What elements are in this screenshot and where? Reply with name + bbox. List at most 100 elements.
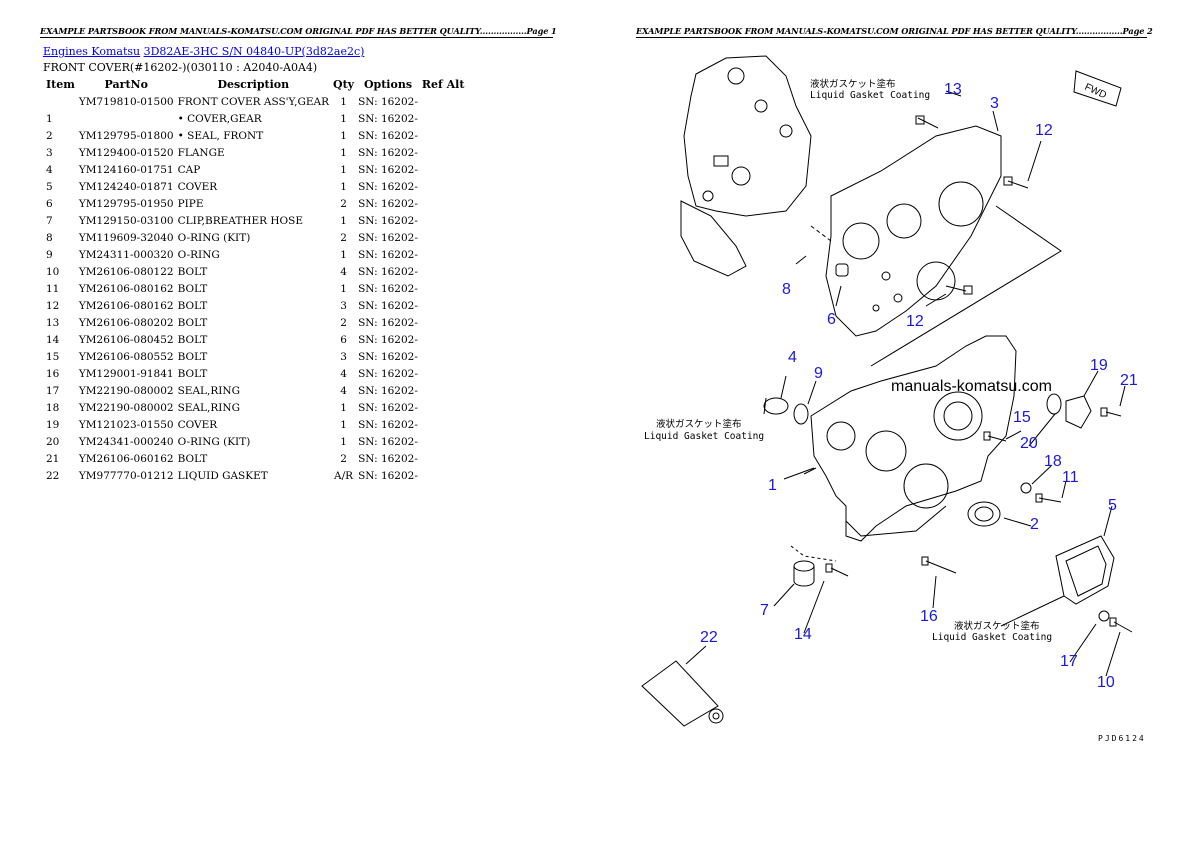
cell-partno: YM121023-01550: [78, 418, 174, 431]
cell-partno: YM26106-060162: [78, 452, 174, 465]
cell-partno: YM26106-080202: [78, 316, 174, 329]
page-subtitle: FRONT COVER(#16202-)(030110 : A2040-A0A4…: [43, 61, 318, 74]
cell-ref-alt: [420, 314, 467, 331]
cell-qty: 4: [340, 265, 347, 278]
cell-description: O-RING: [177, 248, 220, 261]
column-header-item: Item: [46, 78, 75, 91]
column-header-options: Options: [363, 78, 413, 91]
cell-item: 2: [46, 129, 53, 142]
callout-12-bottom: 12: [906, 313, 924, 330]
cell-description: FRONT COVER ASS'Y,GEAR: [177, 95, 329, 108]
callout-17: 17: [1060, 653, 1078, 670]
callout-10: 10: [1097, 674, 1115, 691]
callout-1: 1: [768, 477, 777, 494]
gasket-note-top-en: Liquid Gasket Coating: [810, 90, 931, 101]
gasket-note-top-jp: 液状ガスケット塗布: [810, 79, 896, 90]
cell-item: 9: [46, 248, 53, 261]
cell-partno: YM26106-080162: [78, 282, 174, 295]
breadcrumb-link-engines[interactable]: Engines Komatsu: [43, 45, 141, 58]
cell-description: BOLT: [177, 316, 208, 329]
cell-options: SN: 16202-: [358, 163, 418, 176]
column-header-description: Description: [217, 78, 290, 91]
callout-20: 20: [1020, 435, 1038, 452]
breadcrumb-link-model[interactable]: 3D82AE-3HC S/N 04840-UP(3d82ae2c): [143, 45, 365, 58]
callout-16: 16: [920, 608, 938, 625]
cell-qty: 1: [340, 282, 347, 295]
cell-qty: 4: [340, 367, 347, 380]
cell-qty: 1: [340, 129, 347, 142]
callout-21: 21: [1120, 372, 1138, 389]
cell-partno: YM129001-91841: [78, 367, 174, 380]
cell-item: 14: [46, 333, 60, 346]
cell-qty: 2: [340, 231, 347, 244]
table-header-row: Item PartNo Description Qty Options Ref …: [44, 76, 466, 93]
cell-partno: YM129795-01800: [78, 129, 174, 142]
cell-ref-alt: [420, 297, 467, 314]
cell-item: 8: [46, 231, 53, 244]
parts-table: Item PartNo Description Qty Options Ref …: [44, 76, 466, 484]
cell-description: O-RING (KIT): [177, 231, 251, 244]
cell-partno: YM22190-080002: [78, 401, 174, 414]
cell-options: SN: 16202-: [358, 452, 418, 465]
cell-partno: YM26106-080162: [78, 299, 174, 312]
cell-ref-alt: [420, 433, 467, 450]
cell-item: 3: [46, 146, 53, 159]
cell-item: 18: [46, 401, 60, 414]
cell-ref-alt: [420, 110, 467, 127]
cell-qty: 2: [340, 316, 347, 329]
cell-ref-alt: [420, 212, 467, 229]
cell-options: SN: 16202-: [358, 197, 418, 210]
cell-qty: 2: [340, 197, 347, 210]
callout-18: 18: [1044, 453, 1062, 470]
callout-15: 15: [1013, 409, 1031, 426]
breadcrumb: Engines Komatsu 3D82AE-3HC S/N 04840-UP(…: [43, 45, 364, 58]
cell-qty: 1: [340, 146, 347, 159]
cell-options: SN: 16202-: [358, 180, 418, 193]
callout-7: 7: [760, 602, 769, 619]
exploded-diagram: 液状ガスケット塗布 Liquid Gasket Coating 液状ガスケット塗…: [636, 36, 1151, 756]
cell-qty: 1: [340, 180, 347, 193]
cell-description: CAP: [177, 163, 201, 176]
cell-options: SN: 16202-: [358, 350, 418, 363]
cell-item: 17: [46, 384, 60, 397]
callout-22: 22: [700, 629, 718, 646]
cell-ref-alt: [420, 416, 467, 433]
callout-11: 11: [1062, 469, 1079, 486]
cell-options: SN: 16202-: [358, 316, 418, 329]
cell-ref-alt: [420, 348, 467, 365]
cell-options: SN: 16202-: [358, 435, 418, 448]
cell-qty: 4: [340, 384, 347, 397]
gasket-note-mid-jp: 液状ガスケット塗布: [656, 419, 742, 430]
cell-item: 19: [46, 418, 60, 431]
cell-partno: YM26106-080122: [78, 265, 174, 278]
cell-qty: A/R: [334, 469, 354, 482]
cell-partno: YM124160-01751: [78, 163, 174, 176]
cell-item: 13: [46, 316, 60, 329]
cell-description: BOLT: [177, 367, 208, 380]
cell-description: BOLT: [177, 350, 208, 363]
cell-partno: YM119609-32040: [78, 231, 174, 244]
cell-options: SN: 16202-: [358, 231, 418, 244]
cell-item: 16: [46, 367, 60, 380]
cell-ref-alt: [420, 382, 467, 399]
cell-ref-alt: [420, 161, 467, 178]
cell-item: 20: [46, 435, 60, 448]
cell-options: SN: 16202-: [358, 146, 418, 159]
cell-options: SN: 16202-: [358, 299, 418, 312]
gasket-note-bot-en: Liquid Gasket Coating: [932, 632, 1053, 643]
cell-ref-alt: [420, 467, 467, 484]
cell-item: 1: [46, 112, 53, 125]
cell-options: SN: 16202-: [358, 129, 418, 142]
callout-19: 19: [1090, 357, 1108, 374]
cell-qty: 1: [340, 401, 347, 414]
cell-ref-alt: [420, 127, 467, 144]
diagram-drawing: [641, 55, 1133, 727]
